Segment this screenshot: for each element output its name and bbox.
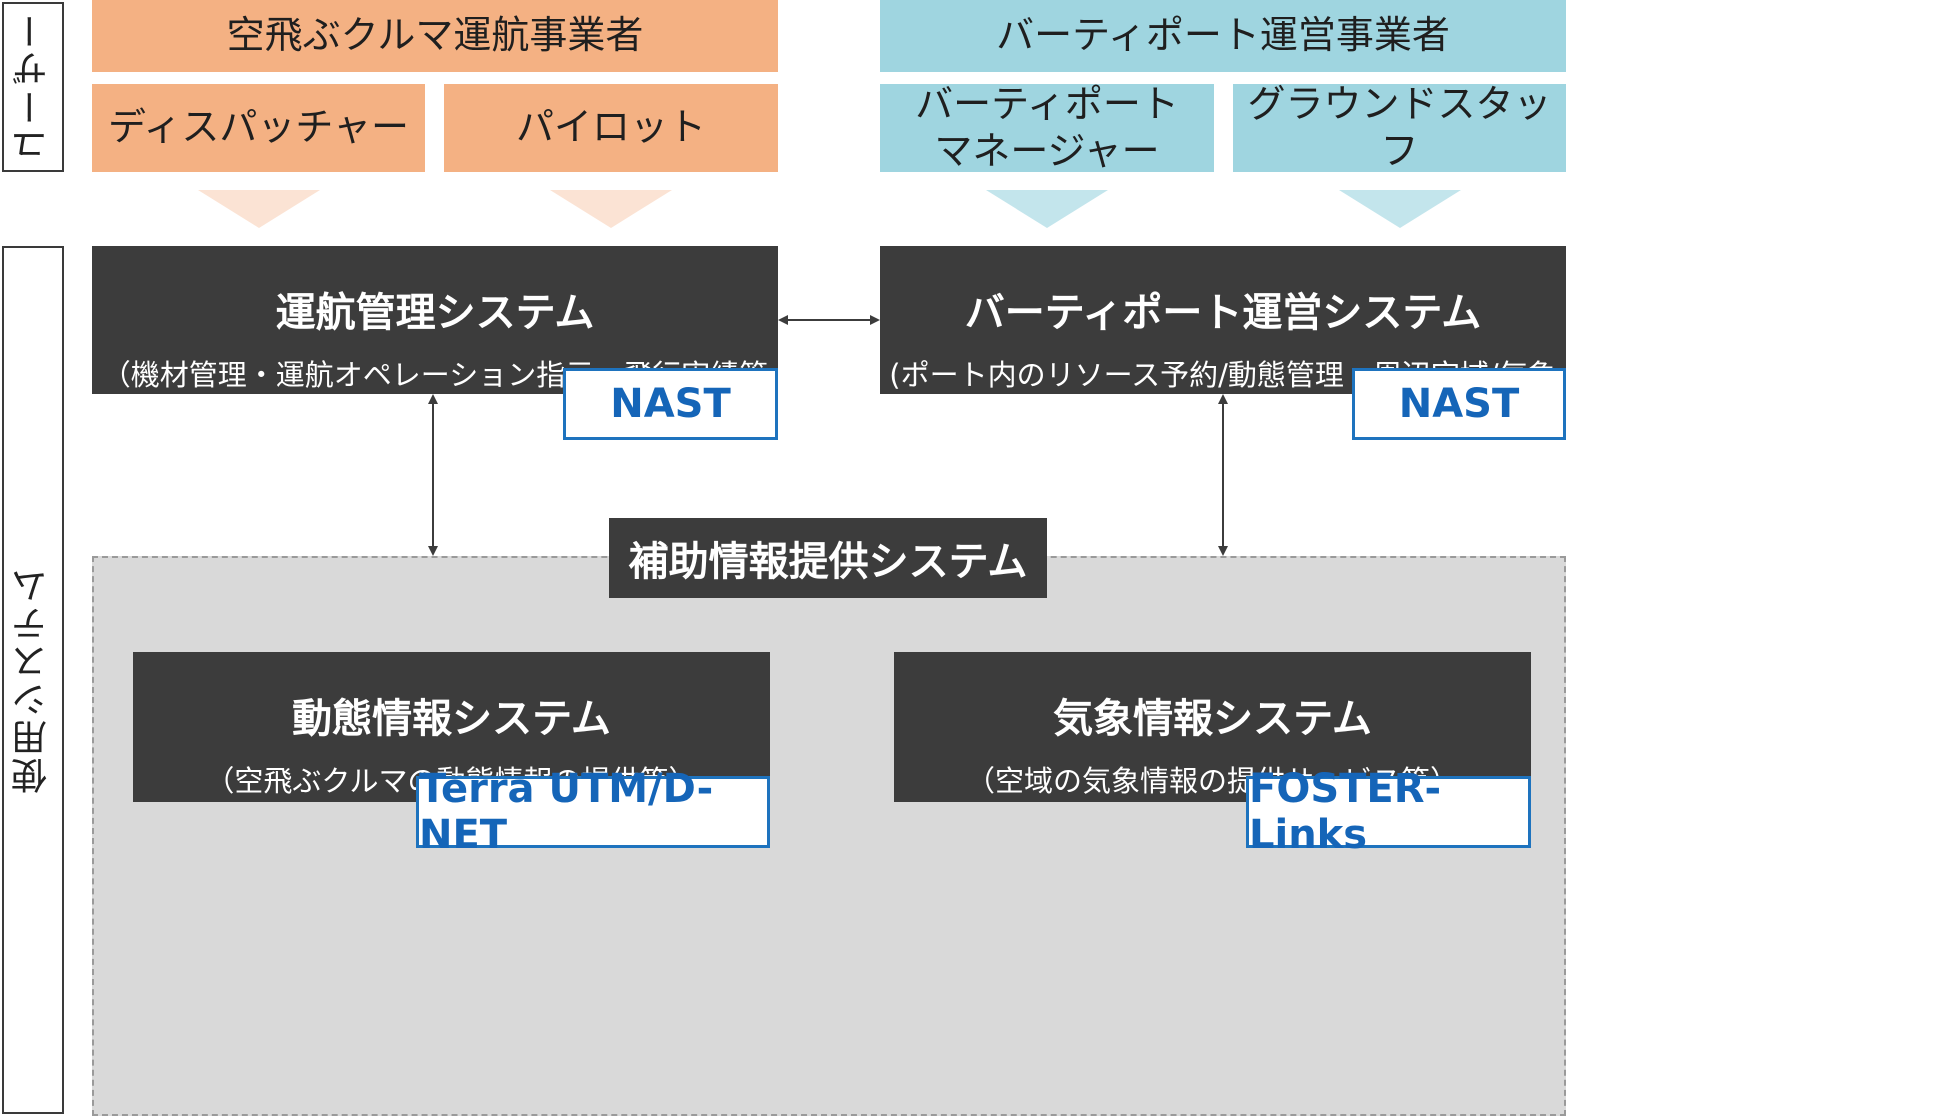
support-system-title: 補助情報提供システム xyxy=(628,539,1028,585)
manager-down-arrow xyxy=(986,190,1108,228)
ground-staff-role-box: グラウンドスタッフ xyxy=(1233,82,1566,173)
flight-mgmt-tag-text: NAST xyxy=(610,381,731,427)
weather-info-tag-text: FOSTER-Links xyxy=(1249,766,1442,858)
flight-mgmt-title: 運航管理システム xyxy=(275,290,595,336)
dispatcher-down-arrow xyxy=(198,190,320,228)
users-side-label: ユーザー xyxy=(2,2,64,172)
operator-org-box: 空飛ぶクルマ運航事業者 xyxy=(92,0,778,72)
dynamic-info-title: 動態情報システム xyxy=(292,696,611,742)
operator-org-title: 空飛ぶクルマ運航事業者 xyxy=(226,13,644,58)
dynamic-info-tag: Terra UTM/D-NET xyxy=(416,766,770,858)
vertiport-ops-tag-text: NAST xyxy=(1398,381,1520,427)
weather-info-title: 気象情報システム xyxy=(1053,696,1372,742)
support-system-title-box: 補助情報提供システム xyxy=(609,518,1047,598)
vertiport-org-box: バーティポート運営事業者 xyxy=(880,0,1566,72)
vertiport-manager-role-label: バーティポート マネージャー xyxy=(915,81,1179,174)
vertiport-org-title: バーティポート運営事業者 xyxy=(996,13,1450,58)
vertiport-ops-title: バーティポート運営システム xyxy=(964,290,1482,336)
pilot-role-label: パイロット xyxy=(515,105,706,150)
systems-side-label: 使用システム xyxy=(2,246,64,1114)
dispatcher-role-label: ディスパッチャー xyxy=(108,105,409,150)
dynamic-info-tag-text: Terra UTM/D-NET xyxy=(419,766,714,858)
flight-mgmt-tag: NAST xyxy=(563,368,778,440)
pilot-down-arrow xyxy=(550,190,672,228)
pilot-role-box: パイロット xyxy=(444,84,778,172)
vertiport-manager-role-box: バーティポート マネージャー xyxy=(880,82,1214,173)
ground-staff-role-label: グラウンドスタッフ xyxy=(1247,81,1552,174)
weather-info-system: 気象情報システム （空域の気象情報の提供サービス等） xyxy=(894,652,1531,802)
dispatcher-role-box: ディスパッチャー xyxy=(92,84,425,172)
ground-staff-down-arrow xyxy=(1339,190,1461,228)
vertiport-ops-tag: NAST xyxy=(1352,368,1566,440)
weather-info-tag: FOSTER-Links xyxy=(1246,766,1531,858)
